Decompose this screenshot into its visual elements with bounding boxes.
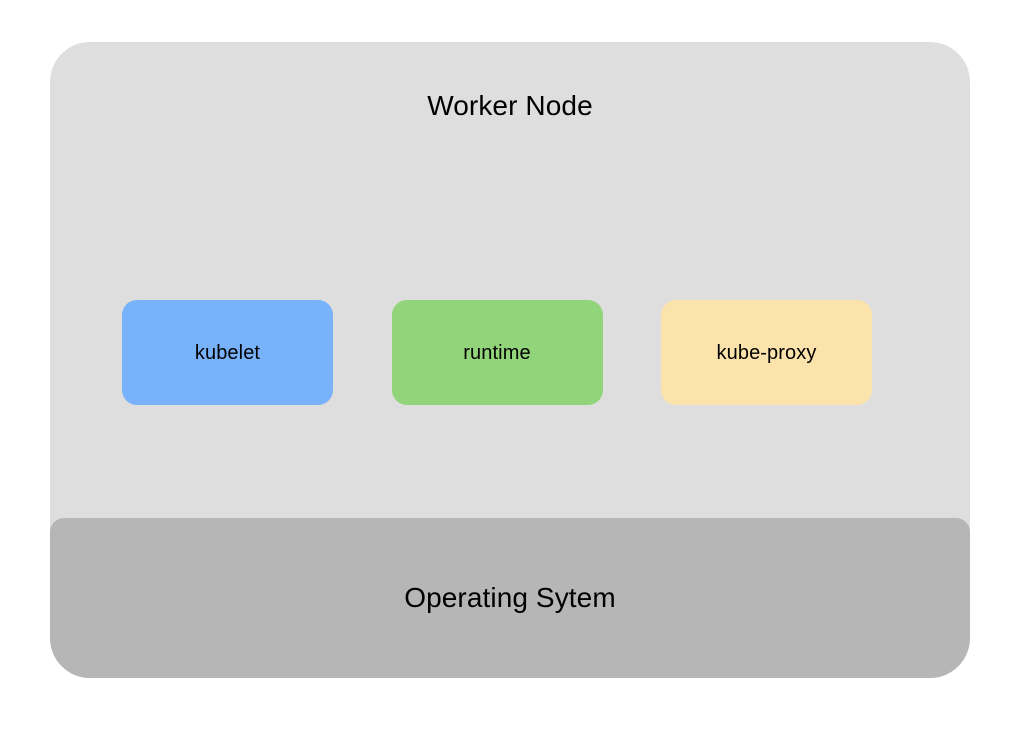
component-box-runtime[interactable]: runtime bbox=[391, 300, 603, 405]
worker-node-container: Worker Node kubelet runtime kube-proxy O… bbox=[50, 42, 970, 678]
component-box-kube-proxy[interactable]: kube-proxy bbox=[661, 300, 872, 405]
component-label-kube-proxy: kube-proxy bbox=[716, 341, 817, 364]
component-row: kubelet runtime kube-proxy bbox=[122, 300, 872, 405]
operating-system-layer: Operating Sytem bbox=[50, 518, 970, 678]
worker-node-title: Worker Node bbox=[427, 90, 593, 121]
component-label-kubelet: kubelet bbox=[194, 341, 261, 364]
operating-system-label: Operating Sytem bbox=[404, 582, 616, 613]
component-box-kubelet[interactable]: kubelet bbox=[122, 300, 333, 405]
component-label-runtime: runtime bbox=[463, 341, 531, 364]
